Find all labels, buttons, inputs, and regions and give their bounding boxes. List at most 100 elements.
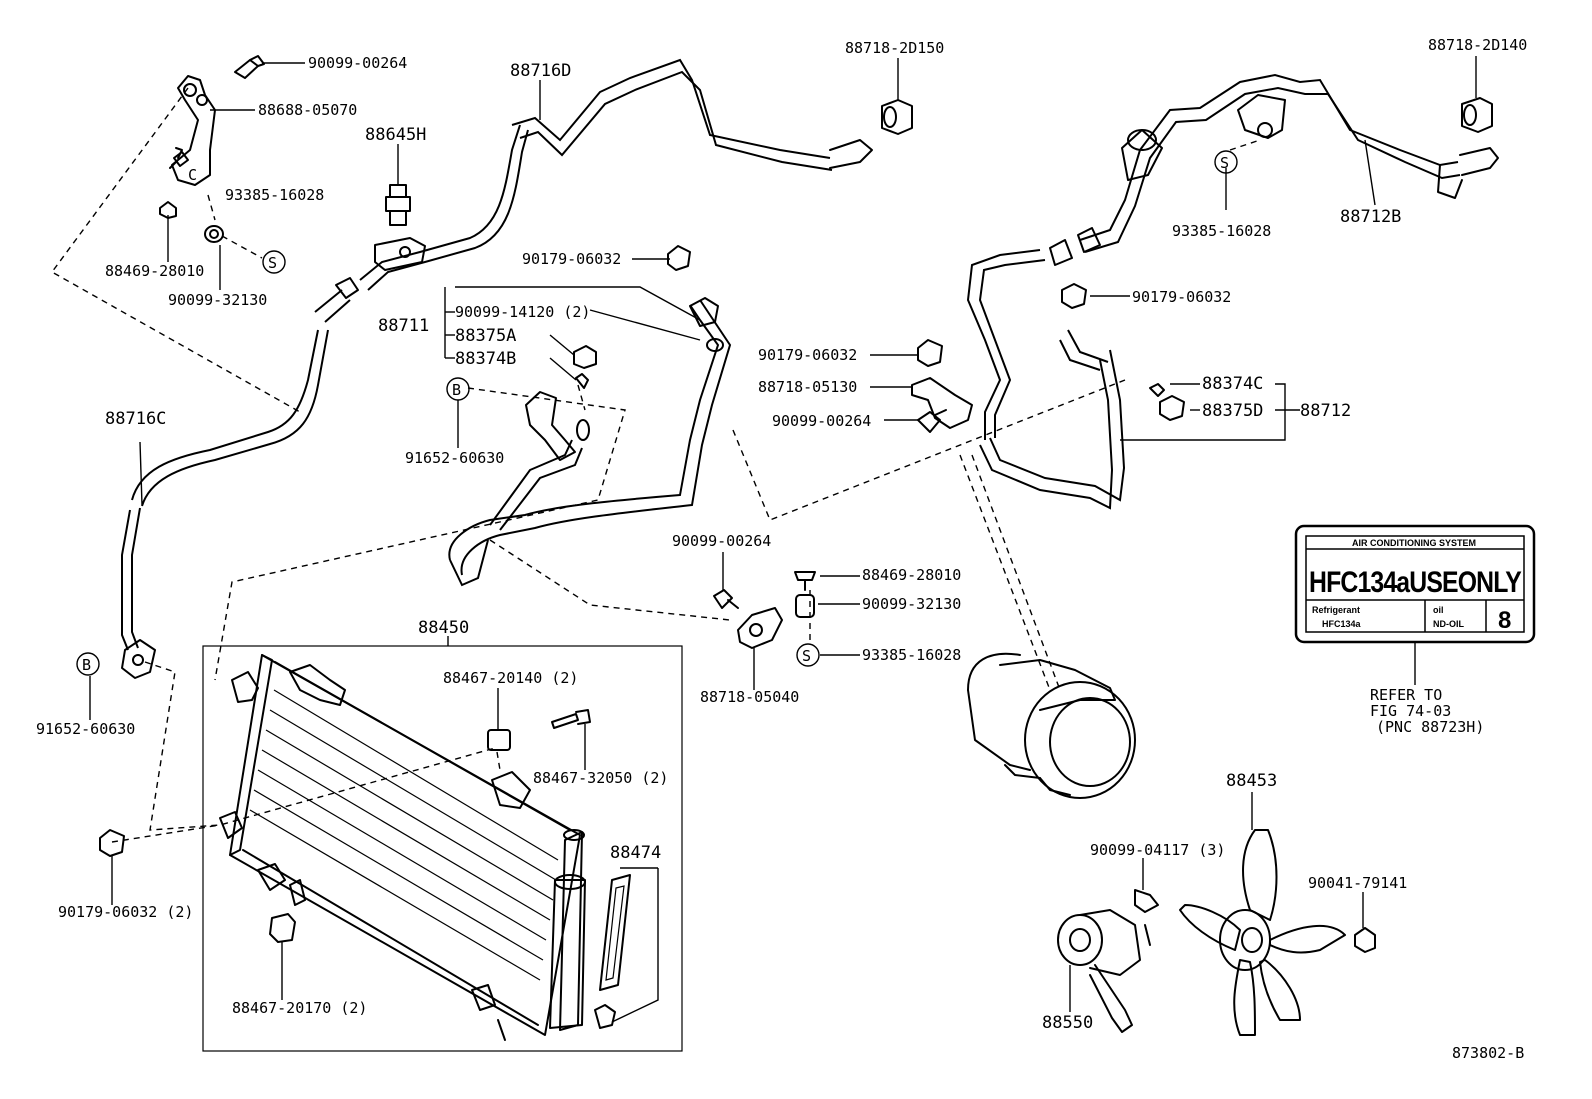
label-88712: 88712 [1300,401,1351,421]
receiver-tank [549,829,586,1031]
label-90099-00264: 90099-00264 [772,412,871,430]
compressor [967,652,1136,799]
label-88467-32050: 88467-32050 (2) [533,769,668,787]
svg-text:C: C [188,166,197,184]
condenser-box [202,645,683,1052]
bracket-88688-05070: C [171,75,216,186]
symbol-B: B [452,381,461,399]
symbol-S: S [1220,154,1229,172]
fitting-88718-2D150 [881,99,913,135]
label-88718-2D140: 88718-2D140 [1428,36,1527,54]
label-88374B: 88374B [455,349,516,369]
clamp-88718-05040 [737,607,783,649]
label-88645H: 88645H [365,125,426,145]
dashed-leaders [50,87,1261,843]
label-88469-28010: 88469-28010 [105,262,204,280]
card-refrigerant-label: Refrigerant [1312,605,1360,615]
label-88375A: 88375A [455,326,516,346]
label-88450: 88450 [418,618,469,638]
valve-core-88374C [1149,383,1165,397]
fan-88453 [1179,829,1346,1036]
card-oil-label: oil [1433,605,1444,615]
hose-88716D [359,58,873,291]
label-90179-06032: 90179-06032 [522,250,621,268]
pressure-switch-88645H [335,184,426,299]
label-88374C: 88374C [1202,374,1263,394]
label-88718-2D150: 88718-2D150 [845,39,944,57]
figure-id: 873802-B [1452,1044,1524,1062]
symbol-S: S [268,254,277,272]
hose-88712 [966,249,1126,510]
motor-88550 [1057,889,1159,1033]
label-90099-32130: 90099-32130 [862,595,961,613]
label-88469-28010: 88469-28010 [862,566,961,584]
label-88718-05040: 88718-05040 [700,688,799,706]
label-90099-00264: 90099-00264 [672,532,771,550]
hose-88711 [448,299,732,587]
dryer-88712B [1049,94,1286,266]
washer-90099-32130-mid [795,594,815,618]
valve-core-88374B [575,373,589,389]
label-88688-05070: 88688-05070 [258,101,357,119]
circle-symbols: S S S B B [76,150,1238,676]
label-90041-79141: 90041-79141 [1308,874,1407,892]
symbol-B: B [82,656,91,674]
label-91652-60630: 91652-60630 [405,449,504,467]
label-93385-16028: 93385-16028 [862,646,961,664]
label-88718-05130: 88718-05130 [758,378,857,396]
ref-line-1: REFER TO [1370,686,1442,704]
label-88453: 88453 [1226,771,1277,791]
label-90099-14120: 90099-14120 (2) [455,303,590,321]
symbol-S: S [802,647,811,665]
bolt-90099-00264-mid [917,409,947,433]
label-88474: 88474 [610,843,661,863]
hose-88712B [1079,73,1499,253]
nut-90179-06032-b [1061,283,1087,309]
cap-88375A [573,345,597,369]
label-90179-06032: 90179-06032 [758,346,857,364]
nut-90179-06032-c [917,339,943,367]
nut-90041-79141 [1354,927,1376,953]
label-88467-20170: 88467-20170 (2) [232,999,367,1017]
ref-line-2: FIG 74-03 [1370,702,1451,720]
label-88711: 88711 [378,316,429,336]
label-90179-06032: 90179-06032 (2) [58,903,193,921]
label-90099-00264: 90099-00264 [308,54,407,72]
bolt-88469-28010-left [159,201,177,219]
label-91652-60630: 91652-60630 [36,720,135,738]
label-90099-04117: 90099-04117 (3) [1090,841,1225,859]
filter-88474 [594,874,631,1029]
grommet-88467-20170 [269,913,296,943]
condenser-88450 [219,654,581,1041]
card-oil-value: ND-OIL [1433,619,1464,629]
card-refrigerant-value: HFC134a [1322,619,1362,629]
hose-88716C [121,289,351,651]
label-90099-32130: 90099-32130 [168,291,267,309]
label-93385-16028: 93385-16028 [1172,222,1271,240]
leader-lines [89,56,1477,1023]
nut-90179-06032-d [99,829,125,857]
clamp-88718-05130 [911,377,973,429]
label-88467-20140: 88467-20140 (2) [443,669,578,687]
bolt-90099-00264-top [234,55,265,79]
bolt-88467-32050 [551,709,591,729]
refrigerant-label-card: AIR CONDITIONING SYSTEM HFC134aUSEONLY R… [1294,524,1536,644]
label-88375D: 88375D [1202,401,1263,421]
stud-88467-20140 [487,729,511,751]
washer-90099-32130-left [204,225,224,243]
ref-line-3: (PNC 88723H) [1376,718,1484,736]
card-amount: 8 [1498,607,1511,634]
cap-88375D [1159,395,1185,421]
label-88716C: 88716C [105,409,166,429]
part-labels: 90099-00264 88688-05070 93385-16028 8846… [36,36,1527,1062]
label-90179-06032: 90179-06032 [1132,288,1231,306]
label-88550: 88550 [1042,1013,1093,1033]
bolt-small-left [169,151,189,169]
label-93385-16028: 93385-16028 [225,186,324,204]
card-title: AIR CONDITIONING SYSTEM [1352,538,1476,548]
fitting-88718-2D140 [1461,97,1493,133]
bolt-88469-28010-mid [794,571,816,591]
label-88712B: 88712B [1340,207,1401,227]
nut-90179-06032-a [667,245,724,352]
